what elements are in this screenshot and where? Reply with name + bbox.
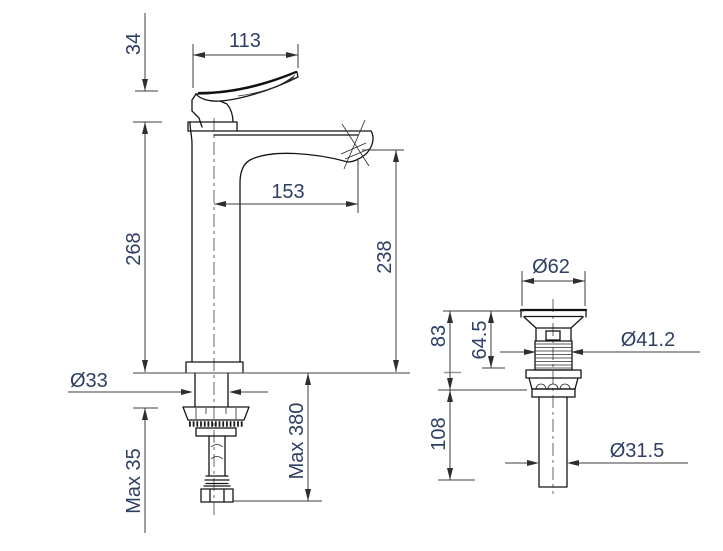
- faucet-handle-base: [191, 93, 234, 128]
- dim-label-upper-height: 83: [428, 325, 450, 347]
- faucet-handle-collar: [187, 121, 238, 132]
- faucet-spout-underside: [239, 152, 349, 363]
- dim-label-handle-length: 113: [229, 30, 261, 52]
- dim-d41-arrow-right: [571, 349, 583, 355]
- faucet-aerator-lines: [340, 142, 370, 160]
- faucet-front-view: [182, 70, 374, 516]
- faucet-supply-pipe: [208, 435, 226, 477]
- dim-label-max-below-counter: Max 380: [286, 403, 308, 480]
- dim-d41-arrow-left: [524, 349, 536, 355]
- faucet-dimensions: 34 268 113 153 238 Ø33 Ma: [68, 13, 410, 533]
- dim-d62-arrow-left: [522, 278, 534, 284]
- drain-thread-lines: [535, 343, 572, 369]
- faucet-mounting-washer: [182, 406, 250, 421]
- dim-268-arrow-down: [142, 360, 148, 372]
- dim-64_5-arrow-down: [488, 356, 494, 368]
- drain-lock-nut: [525, 369, 582, 390]
- drain-assembly-view: [519, 299, 588, 494]
- dim-d31-arrow-right: [567, 460, 579, 466]
- drain-upper-cup: [535, 327, 572, 342]
- dim-label-tail-length: 108: [428, 417, 450, 450]
- dim-34-arrow-down: [142, 79, 148, 91]
- dim-label-body-height: 268: [123, 232, 145, 265]
- drain-lock-ring: [531, 388, 576, 398]
- drain-thread-body: [534, 340, 573, 371]
- drain-tailpipe: [538, 396, 568, 488]
- dim-label-handle-height: 34: [123, 33, 145, 55]
- faucet-base-plate: [185, 361, 244, 373]
- dim-label-shank-diameter: Ø33: [70, 370, 108, 392]
- dim-label-thread-diameter: Ø41.2: [621, 329, 675, 351]
- dim-label-max-deck-thickness: Max 35: [123, 448, 145, 514]
- dim-83-arrow-up: [447, 311, 453, 323]
- dim-d33-arrow-right: [229, 389, 241, 395]
- dim-113-arrow-left: [193, 52, 205, 58]
- dim-label-thread-length: 64.5: [469, 321, 491, 360]
- faucet-spout-tip: [347, 130, 374, 163]
- dim-max380-arrow-down: [305, 489, 311, 501]
- dim-d62-arrow-right: [573, 278, 585, 284]
- dim-label-flange-diameter: Ø62: [532, 256, 570, 278]
- faucet-handle-blade-top-edge: [197, 70, 298, 95]
- dim-max380-arrow-up: [305, 373, 311, 385]
- dim-108-arrow-down: [447, 468, 453, 480]
- drain-dimensions: Ø62 83 64.5 108 Ø41.2 Ø31.5: [428, 256, 700, 481]
- dim-83-arrow-down: [447, 378, 453, 390]
- drain-flange: [520, 309, 587, 329]
- dim-108-arrow-up: [447, 390, 453, 402]
- faucet-outlet-break-mark: [341, 119, 370, 170]
- dim-238-arrow-up: [393, 150, 399, 162]
- dim-153-arrow-right: [346, 201, 358, 207]
- dim-label-spout-reach: 153: [271, 181, 304, 203]
- faucet-supply-pipe-arcs: [210, 444, 224, 460]
- faucet-hose-crimp: [204, 475, 230, 485]
- faucet-body-left-edge: [189, 121, 193, 363]
- dim-label-outlet-height: 238: [374, 240, 396, 273]
- faucet-washer-ring: [195, 427, 237, 437]
- faucet-washer-ribs: [195, 408, 237, 419]
- dim-d33-arrow-left: [181, 389, 193, 395]
- dim-max35-arrow-up: [142, 408, 148, 420]
- dim-d31-arrow-left: [527, 460, 539, 466]
- dim-label-tail-diameter: Ø31.5: [610, 440, 664, 462]
- dim-113-arrow-right: [286, 52, 298, 58]
- dim-153-arrow-left: [214, 201, 226, 207]
- dim-64_5-arrow-up: [488, 311, 494, 323]
- dim-268-arrow-up: [142, 122, 148, 134]
- faucet-hose-nut: [200, 485, 234, 503]
- drain-lock-nut-scallops: [535, 383, 571, 390]
- dim-238-arrow-down: [393, 360, 399, 372]
- faucet-handle-blade-shading: [237, 74, 296, 97]
- drain-overflow-slot: [545, 330, 561, 341]
